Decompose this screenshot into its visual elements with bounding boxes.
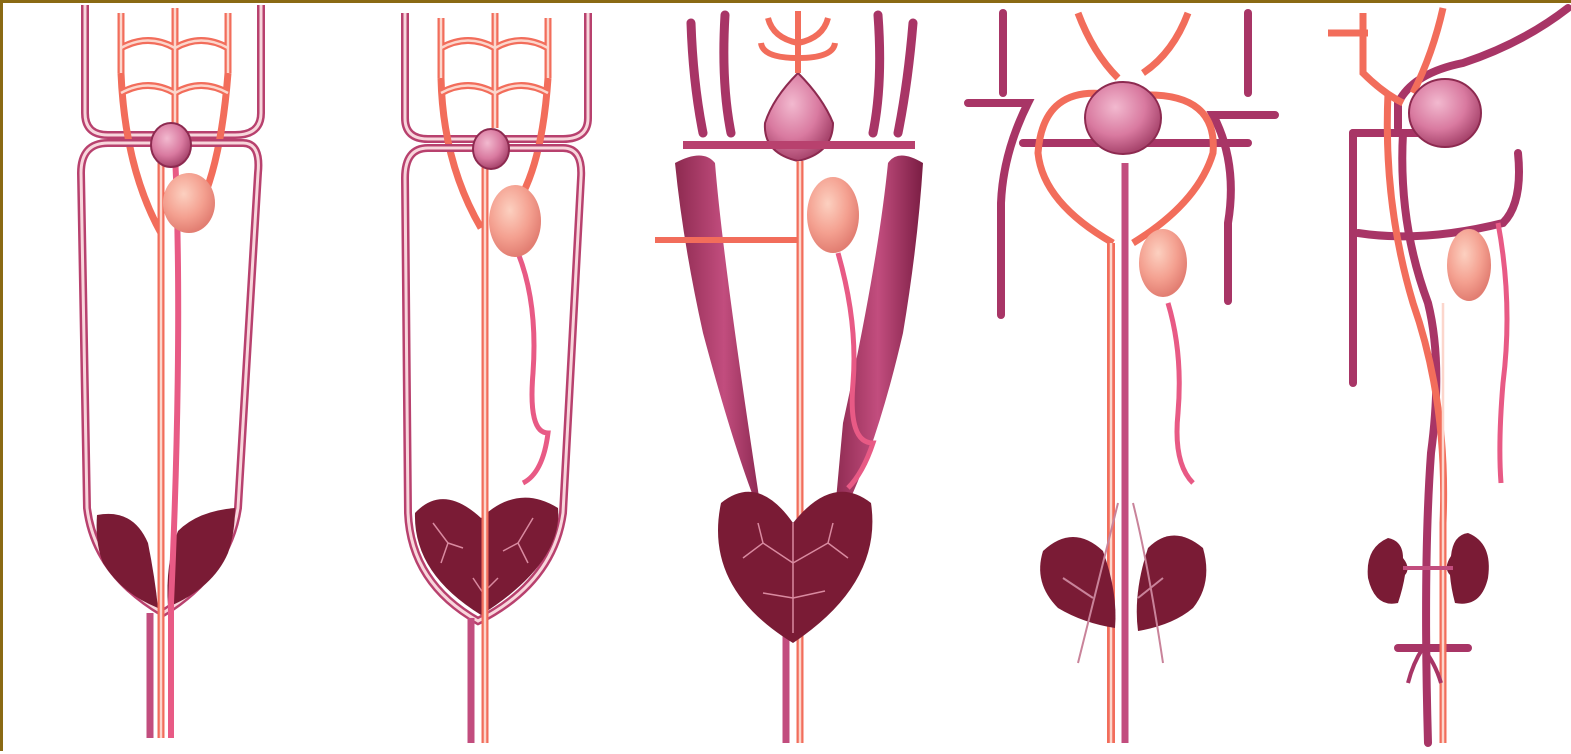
panel2-gland <box>489 185 541 257</box>
panel3-gland <box>807 177 859 253</box>
panel2-heart-bulb <box>473 129 509 169</box>
panel-stage-1 <box>81 5 261 738</box>
panel1-liver-lobe-right <box>167 508 235 607</box>
panel1-heart-bulb <box>151 123 191 167</box>
panel4-gland <box>1139 229 1187 297</box>
vascular-development-diagram <box>3 3 1571 754</box>
panel4-heart <box>1085 82 1161 154</box>
panel-stage-4 <box>968 13 1275 743</box>
panel1-liver-lobe-left <box>97 514 158 608</box>
panel5-kidney-right <box>1447 533 1489 604</box>
panel1-gland <box>163 173 215 233</box>
panel4-organ-lobe-left <box>1040 537 1115 628</box>
panel3-cardinal-vein-left <box>675 156 773 544</box>
panel-stage-2 <box>405 13 588 743</box>
panel5-gland <box>1447 229 1491 301</box>
panel5-kidney-left <box>1368 538 1408 604</box>
panel3-arterial-fan <box>761 11 835 73</box>
panel4-organ-lobe-right <box>1137 536 1207 632</box>
panel5-heart <box>1409 79 1481 147</box>
panel3-liver <box>718 492 872 643</box>
panel-stage-3 <box>655 11 923 743</box>
panel1-central-arteries <box>150 153 178 738</box>
panel-stage-5 <box>1328 8 1568 743</box>
